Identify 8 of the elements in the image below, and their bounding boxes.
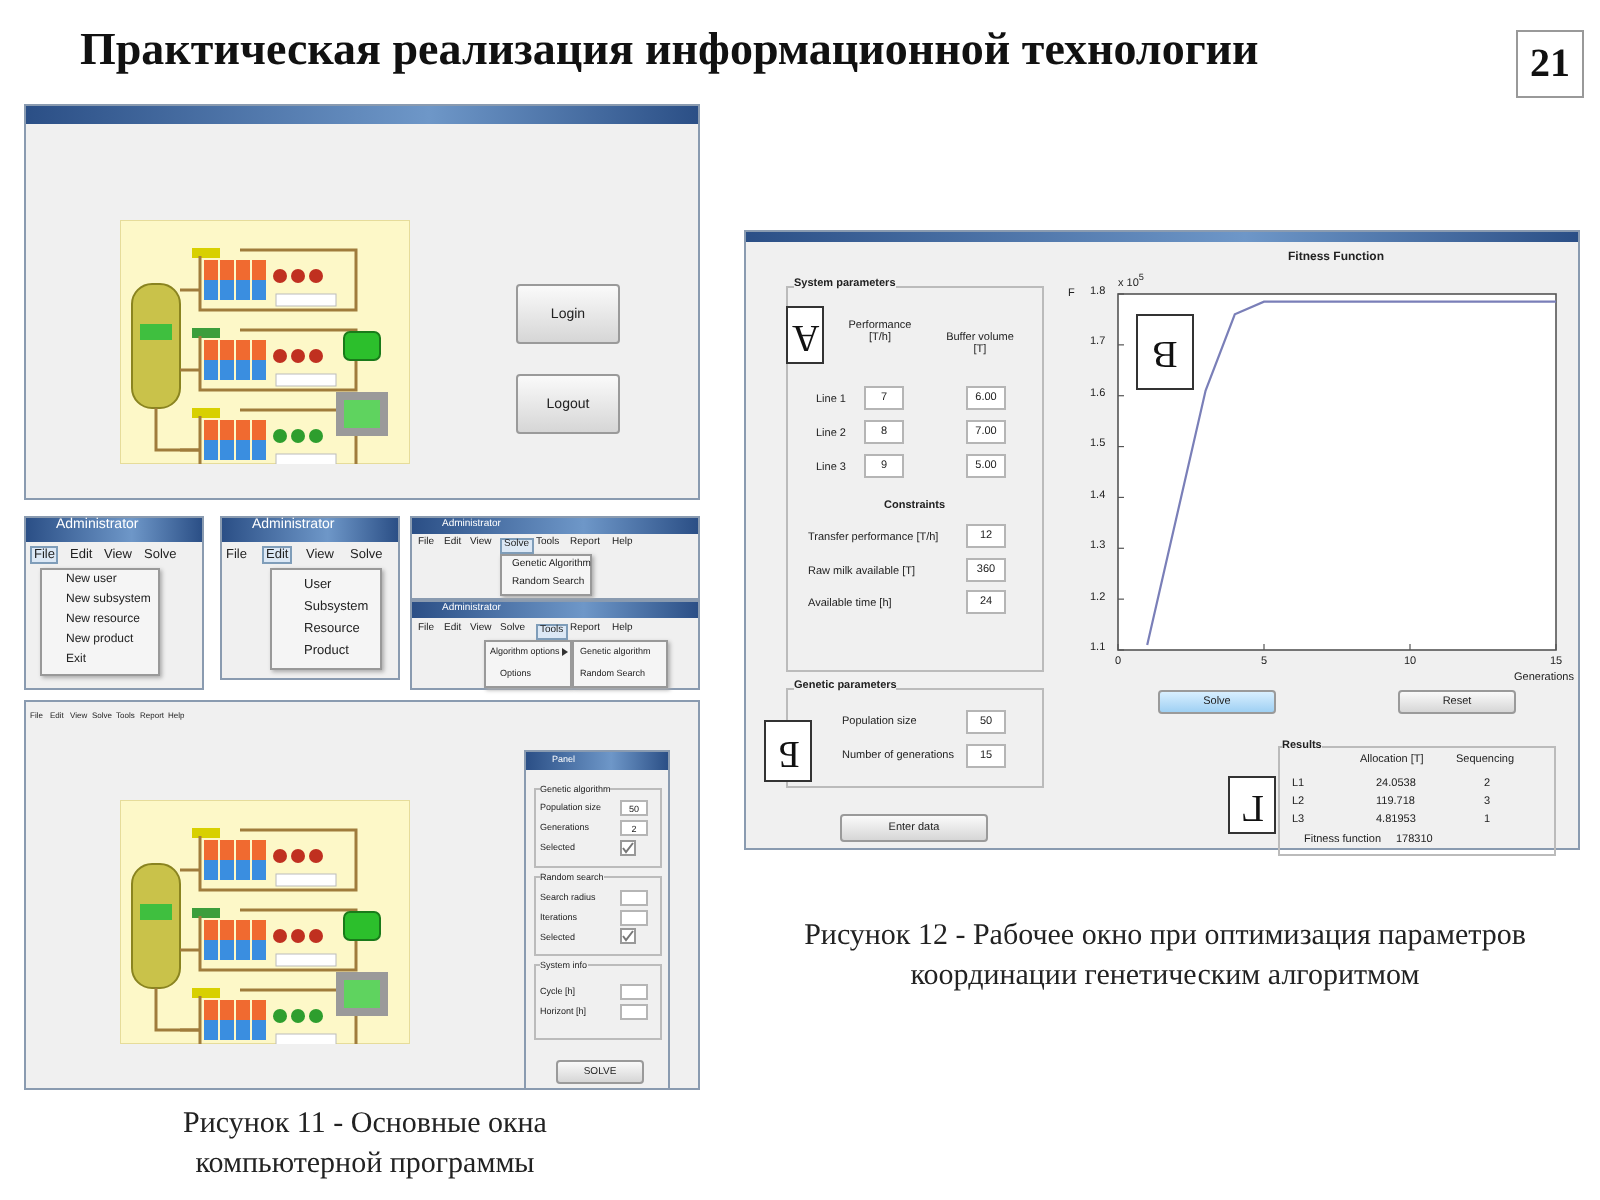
letter-marker-box: А <box>786 306 824 364</box>
letter-marker-box: Б <box>764 720 812 782</box>
slide-title: Практическая реализация информационной технологии <box>80 24 1259 76</box>
page-number-box: 21 <box>1516 30 1584 98</box>
letter-marker-box: Г <box>1228 776 1276 834</box>
figure-caption: Рисунок 11 - Основные окна компьютерной программы <box>181 1106 549 1185</box>
letter-marker-box: В <box>1136 314 1194 390</box>
figure-caption: Рисунок 12 - Рабочее окно при оптимизация параметров координации генетическим алгоритмом <box>802 918 1528 997</box>
